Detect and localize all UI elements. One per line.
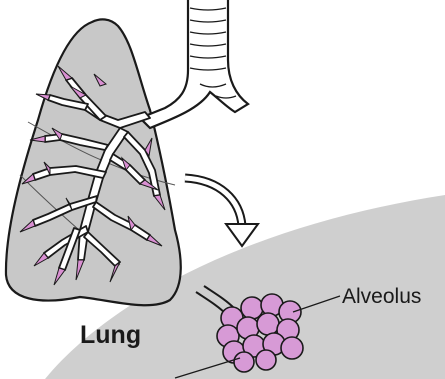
alveolus-label: Alveolus: [342, 285, 421, 308]
zoom-arrow-head: [226, 224, 258, 246]
lung-outline: [6, 19, 181, 305]
lung-label: Lung: [80, 321, 141, 349]
zoom-arrow: [185, 178, 258, 246]
trachea: [140, 0, 248, 128]
lung: [6, 19, 181, 305]
trachea-tube: [140, 0, 248, 128]
